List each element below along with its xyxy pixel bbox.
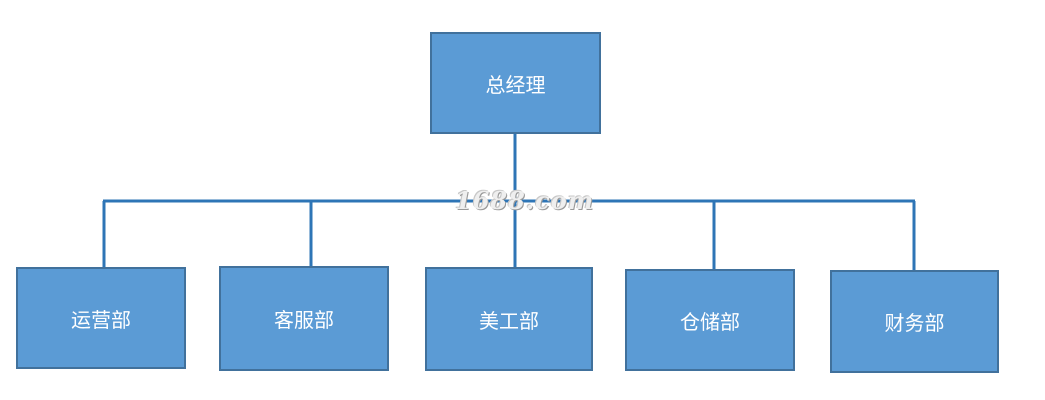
node-finance-dept[interactable]: 财务部 (830, 270, 999, 373)
node-operations-dept[interactable]: 运营部 (16, 267, 186, 369)
node-warehouse-dept[interactable]: 仓储部 (625, 269, 795, 371)
node-label: 财务部 (884, 311, 945, 335)
node-customer-service-dept[interactable]: 客服部 (219, 266, 389, 371)
node-general-manager[interactable]: 总经理 (430, 32, 601, 134)
node-label: 仓储部 (680, 309, 740, 334)
node-label: 美工部 (479, 308, 539, 333)
node-label: 总经理 (485, 72, 546, 97)
watermark-logo: 1688.com (455, 186, 595, 215)
node-label: 客服部 (274, 308, 334, 332)
node-label: 运营部 (71, 307, 131, 332)
node-design-dept[interactable]: 美工部 (425, 267, 593, 371)
